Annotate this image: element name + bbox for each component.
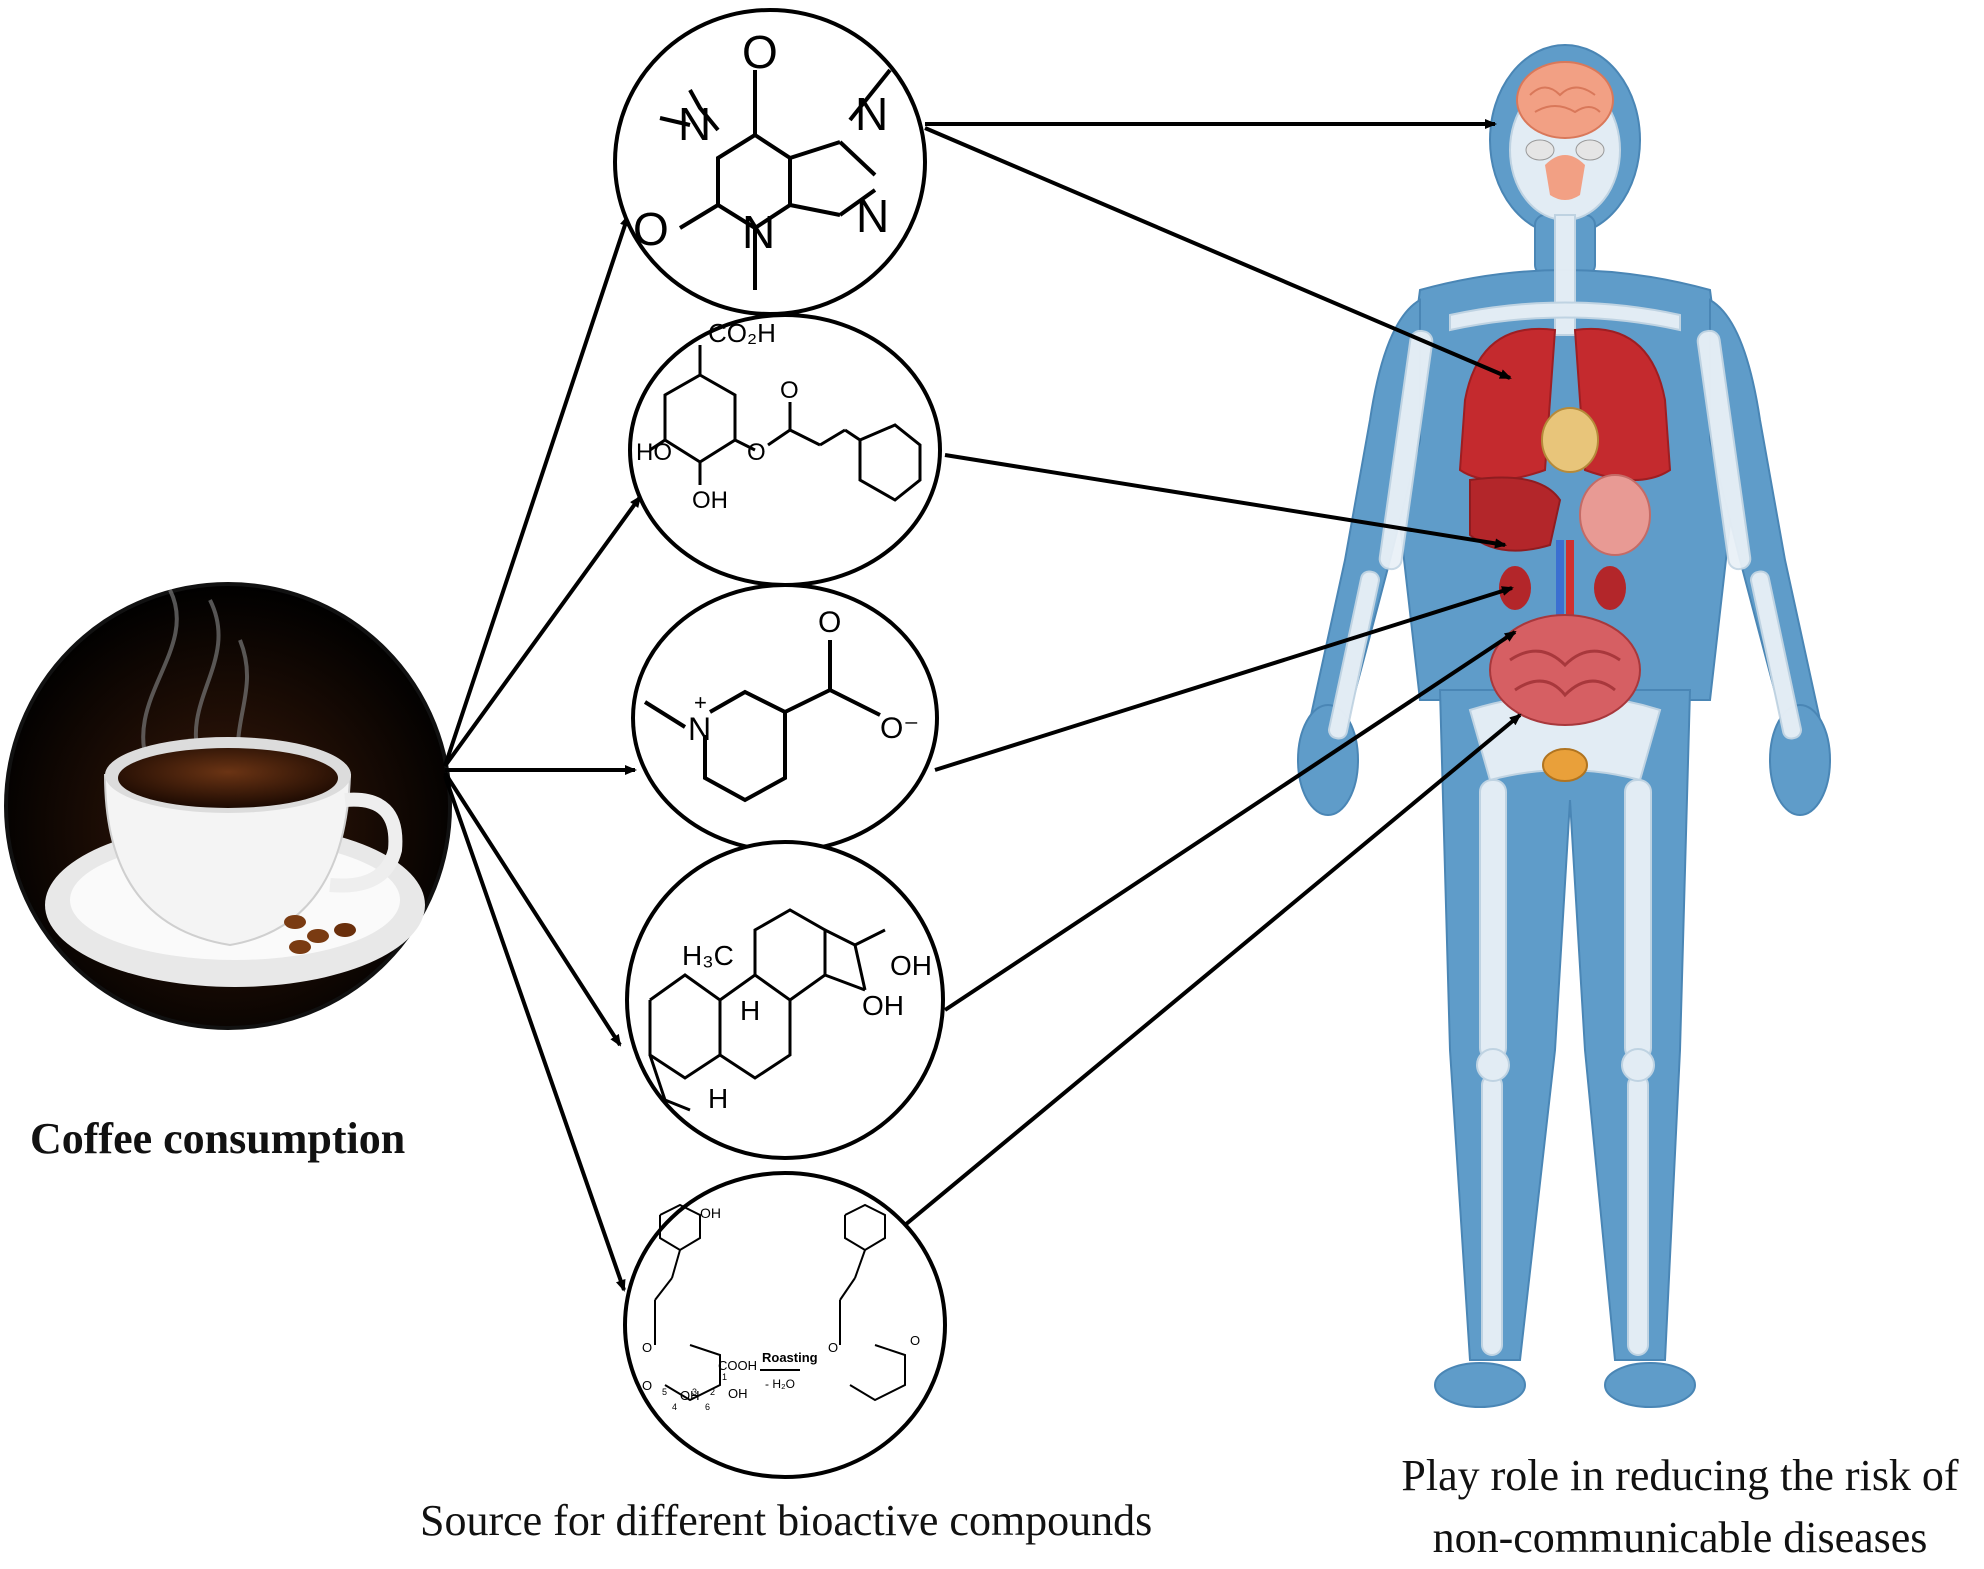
coffee-consumption-label: Coffee consumption xyxy=(30,1114,406,1163)
compound-to-organ-arrows xyxy=(903,119,1522,1227)
arrow-cafestol-to-intestine xyxy=(943,630,1517,1012)
lactone-num-6: 6 xyxy=(705,1402,710,1412)
lactone-num-1: 1 xyxy=(722,1372,727,1382)
disease-risk-label: Play role in reducing the risk of non-co… xyxy=(1370,1445,1984,1569)
lactone-atom-o-4: O xyxy=(828,1340,838,1355)
caffeine-atom-n-right: N xyxy=(855,88,888,140)
coffee-cup-image xyxy=(4,582,452,1030)
cafestol-atom-oh-lower: OH xyxy=(862,990,904,1021)
chlorogenic-atom-co2h: CO₂H xyxy=(708,318,776,348)
lactone-atom-o-2: O xyxy=(642,1378,652,1393)
trigonelline-atom-n: N xyxy=(688,711,711,747)
lactone-num-2: 2 xyxy=(710,1387,715,1397)
lactone-atom-o-3: O xyxy=(910,1333,920,1348)
lactone-atom-oh-ring2: OH xyxy=(680,1388,700,1403)
lactone-num-4: 4 xyxy=(672,1402,677,1412)
trigonelline-charge-plus: + xyxy=(694,690,707,715)
caffeine-atom-o-left: O xyxy=(633,203,669,255)
cafestol-atom-oh-upper: OH xyxy=(890,950,932,981)
lactone-roasting-label: Roasting xyxy=(762,1350,818,1365)
arrow-lactone-to-intestine xyxy=(903,713,1522,1227)
caffeine-atom-n-ring: N xyxy=(856,190,889,242)
caffeine-atom-n-left: N xyxy=(678,98,711,150)
cafestol-atom-h-upper: H xyxy=(740,995,760,1026)
lactone-atom-oh-left: OH xyxy=(700,1205,721,1221)
trigonelline-structure: N + O O⁻ xyxy=(631,583,939,853)
trigonelline-atom-o-minus: O⁻ xyxy=(880,712,919,745)
human-body-image xyxy=(1297,44,1831,1408)
lactone-num-3: 3 xyxy=(692,1387,697,1397)
arrow-cup-to-lactone xyxy=(443,775,626,1292)
cup-to-compound-arrows xyxy=(443,214,642,1292)
arrow-cup-to-cafestol xyxy=(443,771,622,1047)
caffeine-atom-n-bottom: N xyxy=(742,206,775,258)
bioactive-compounds-label: Source for different bioactive compounds xyxy=(420,1496,1153,1545)
chlorogenic-atom-o-ester: O xyxy=(747,439,766,466)
arrow-chlorogenic-to-liver xyxy=(944,453,1507,549)
lactone-structure: OH COOH OH OH Roasting - H₂O O O O O 3 2… xyxy=(623,1171,947,1479)
chlorogenic-atom-o-carbonyl: O xyxy=(780,377,799,404)
lactone-atom-oh-ring: OH xyxy=(728,1386,748,1401)
lactone-atom-cooh: COOH xyxy=(718,1358,757,1373)
lactone-atom-o-1: O xyxy=(642,1340,652,1355)
lactone-minus-water: - H₂O xyxy=(765,1377,795,1391)
arrow-cup-to-caffeine xyxy=(443,214,630,767)
disease-risk-label-line1: Play role in reducing the risk of xyxy=(1401,1451,1959,1500)
lactone-num-5: 5 xyxy=(662,1387,667,1397)
caffeine-atom-o-top: O xyxy=(742,26,778,78)
trigonelline-atom-o-top: O xyxy=(818,606,841,639)
caffeine-structure: O N N O N N xyxy=(613,8,927,316)
arrow-cup-to-chlorogenic xyxy=(443,495,642,768)
cafestol-atom-h3c: H₃C xyxy=(682,940,734,971)
cafestol-atom-h-lower: H xyxy=(708,1083,728,1114)
chlorogenic-atom-oh: OH xyxy=(692,487,728,514)
cafestol-structure: H₃C H H OH OH xyxy=(625,840,945,1160)
chlorogenic-acid-structure: CO₂H HO OH O O xyxy=(628,313,942,587)
chlorogenic-atom-ho: HO xyxy=(636,439,672,466)
disease-risk-label-line2: non-communicable diseases xyxy=(1432,1513,1928,1562)
arrow-trigonelline-to-kidney xyxy=(934,586,1514,772)
arrow-caffeine-to-lungs xyxy=(924,126,1512,380)
